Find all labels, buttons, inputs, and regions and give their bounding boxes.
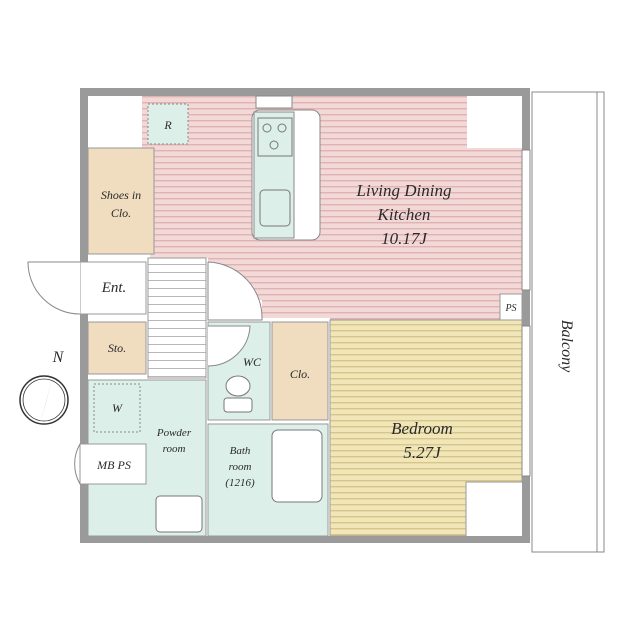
- toilet-icon: [223, 375, 253, 413]
- pipe-space-label: PS: [504, 303, 516, 314]
- bathtub-icon: [271, 429, 323, 503]
- bedroom-name: Bedroom: [391, 419, 453, 438]
- wc-label: WC: [243, 355, 262, 369]
- shoes-label-line1: Shoes in: [101, 188, 141, 202]
- ldk-size-label: 10.17J: [381, 229, 428, 248]
- bath-label-line1: Bath: [230, 445, 251, 457]
- meter-label: MB PS: [96, 458, 131, 472]
- pipe-space: [499, 293, 523, 321]
- balcony-label: Balcony: [558, 320, 575, 373]
- balcony: [531, 91, 605, 553]
- entrance: [79, 261, 147, 315]
- entrance-door-swing: [27, 261, 81, 315]
- bath-size-label: (1216): [225, 477, 255, 489]
- fridge-space: [147, 103, 189, 145]
- stove-icon: [257, 117, 293, 157]
- washer-space: [93, 383, 141, 433]
- storage: [87, 321, 147, 375]
- wc-door-swing: [207, 325, 251, 367]
- ldk-label-line1: Living Dining: [356, 181, 452, 200]
- closet-label: Clo.: [290, 367, 310, 381]
- north-label: N: [52, 349, 65, 366]
- storage-label: Sto.: [108, 341, 126, 355]
- hall-door-swing: [207, 261, 263, 321]
- entrance-label: Ent.: [101, 280, 127, 296]
- compass-rose: [19, 372, 69, 425]
- sink-icon: [259, 189, 291, 227]
- washbasin-icon: [155, 495, 203, 533]
- meter-box: [79, 443, 147, 485]
- ldk-label-line2: Kitchen: [377, 205, 431, 224]
- bath-label-line2: room: [229, 461, 252, 473]
- balcony-rail: [596, 91, 605, 553]
- shoes-label-line2: Clo.: [111, 206, 131, 220]
- window-ldk: [521, 149, 531, 291]
- washer-label: W: [112, 401, 123, 415]
- bedroom-size: 5.27J: [403, 443, 442, 462]
- closet: [271, 321, 329, 421]
- powder-label-line1: Powder: [156, 427, 192, 439]
- shoes-closet: [87, 147, 155, 255]
- north-arrow-icon: [40, 372, 54, 424]
- ldk-floor: [142, 96, 522, 320]
- stove-hood: [255, 95, 293, 109]
- window-bedroom: [521, 325, 531, 477]
- meter-door-swing: [74, 443, 81, 485]
- fridge-label: R: [163, 118, 172, 132]
- hallway: [147, 257, 207, 379]
- powder-label-line2: room: [163, 443, 186, 455]
